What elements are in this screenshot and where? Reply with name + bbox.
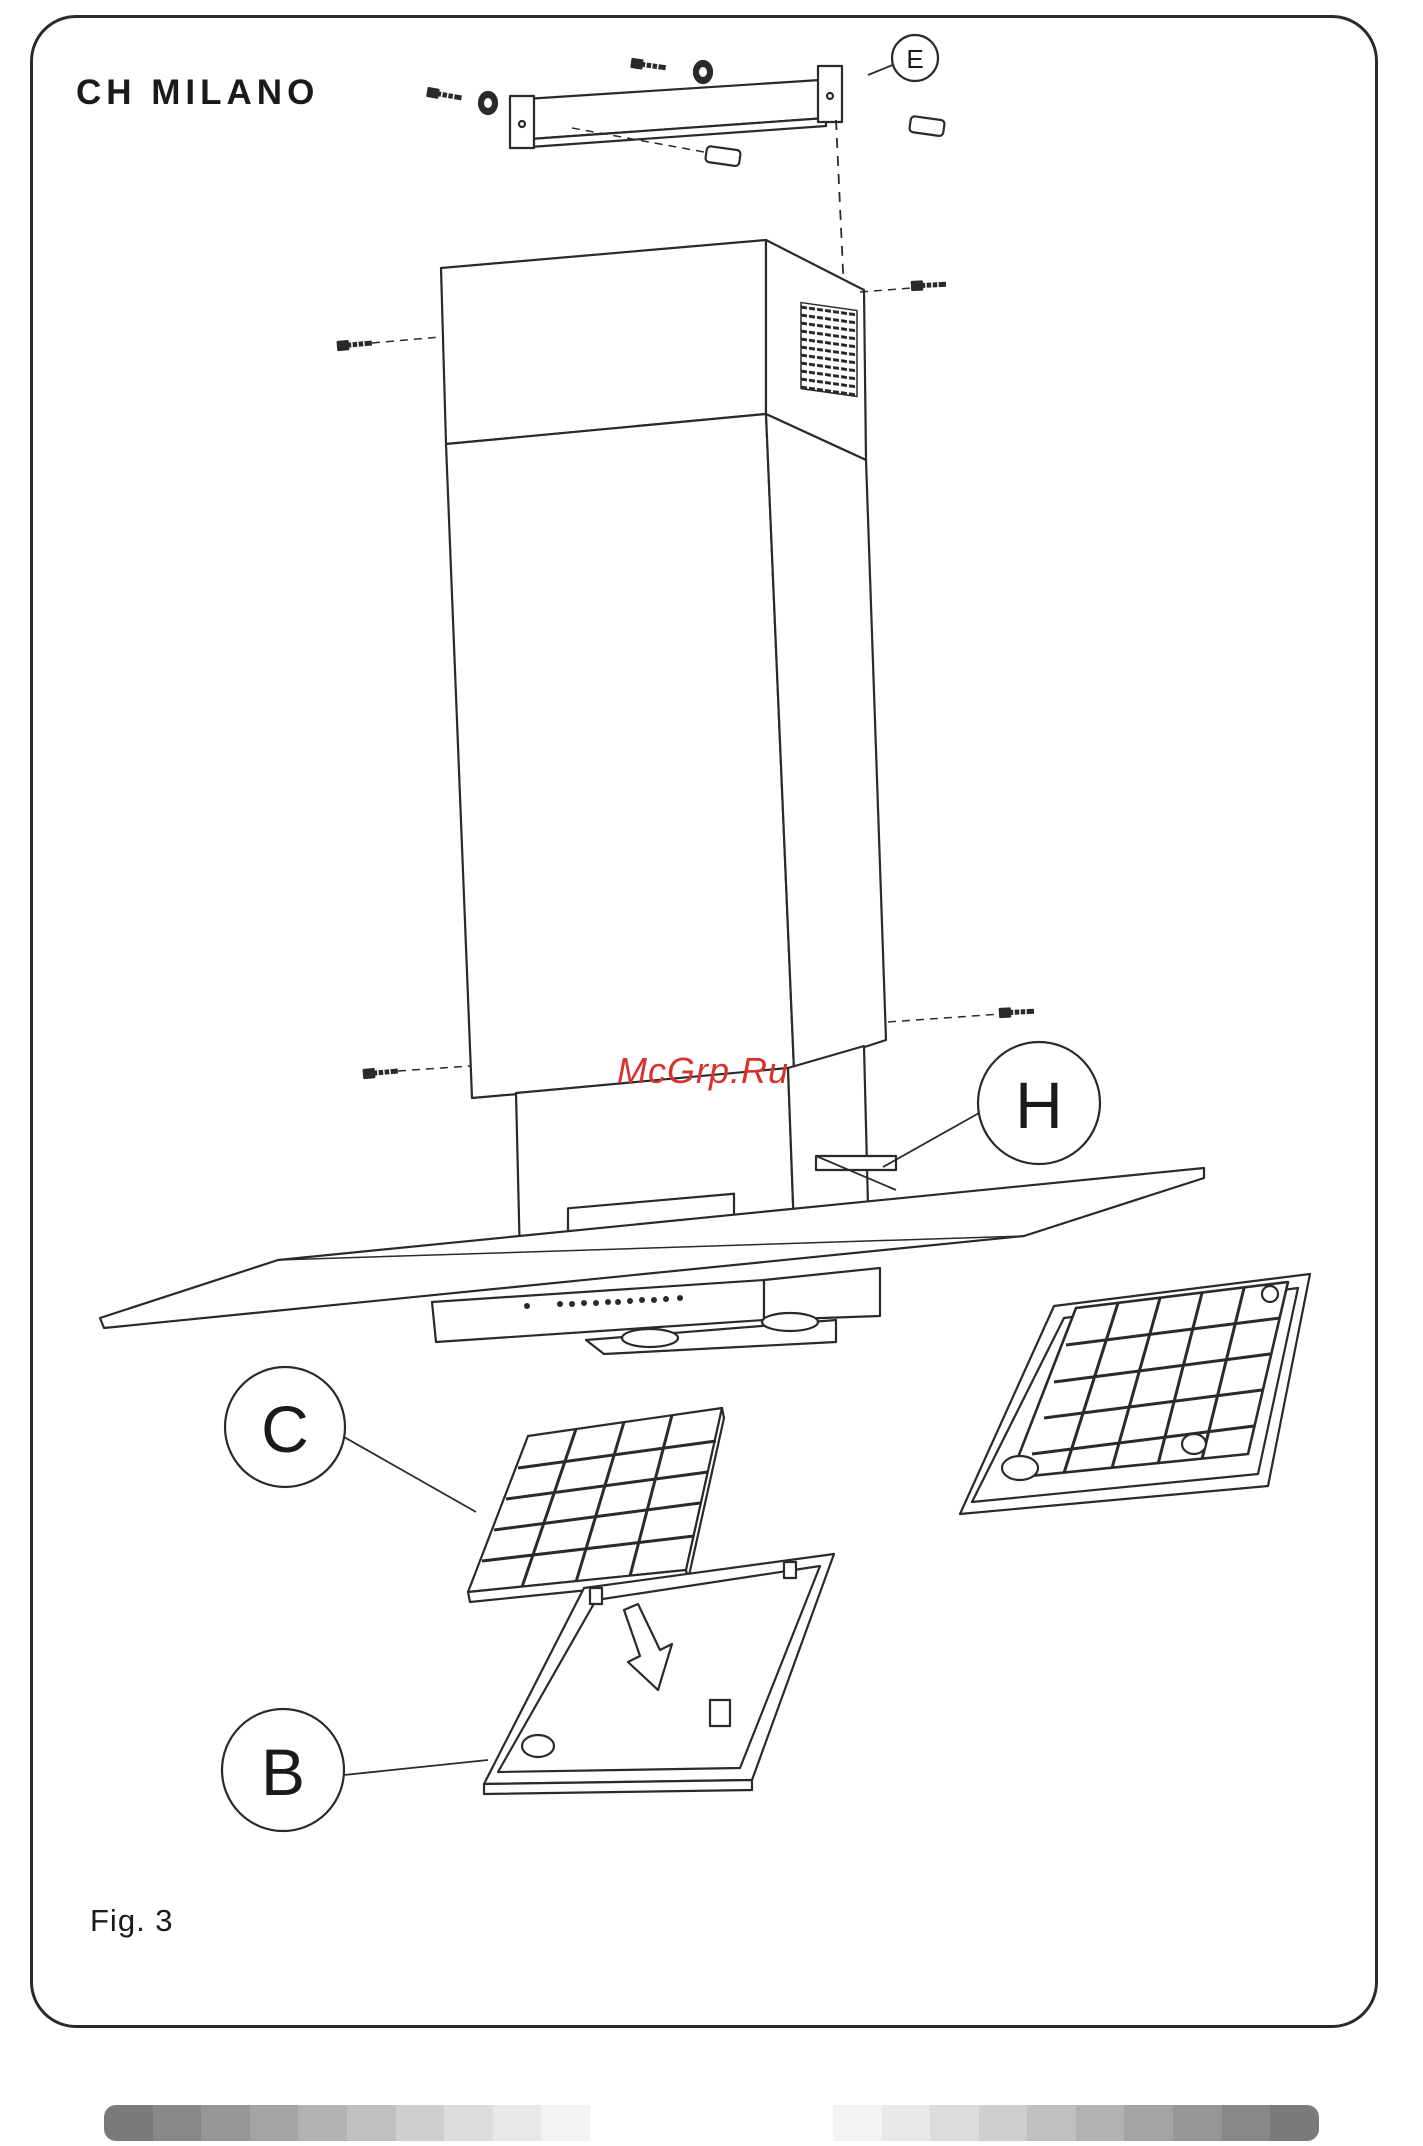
callout-e-label: E [906,44,923,74]
footer-segment [541,2105,590,2141]
figure-label: Fig. 3 [90,1903,174,1939]
footer-segment [979,2105,1028,2141]
callout-h-leader [883,1108,988,1167]
footer-segment [736,2105,785,2141]
footer-segment [493,2105,542,2141]
callout-b-label: B [261,1735,305,1809]
footer-segment [1270,2105,1319,2141]
footer-segment [882,2105,931,2141]
watermark: McGrp.Ru [617,1050,789,1092]
callout-c-leader [344,1437,476,1512]
lower-chimney [446,414,886,1098]
callout-h-label: H [1015,1068,1063,1142]
footer-segment [784,2105,833,2141]
footer-segment [590,2105,639,2141]
footer-segment [444,2105,493,2141]
footer-segment [250,2105,299,2141]
footer-segment [833,2105,882,2141]
footer-segment [1076,2105,1125,2141]
footer-segment [1124,2105,1173,2141]
wall-bracket [510,66,842,148]
alignment-line [836,120,844,292]
footer-segment [396,2105,445,2141]
footer-segment [687,2105,736,2141]
footer-segment [347,2105,396,2141]
callout-c-label: C [261,1392,309,1466]
footer-segment [1173,2105,1222,2141]
footer-gradient-bar [104,2105,1319,2141]
footer-segment [1222,2105,1271,2141]
footer-segment [639,2105,688,2141]
footer-segment [104,2105,153,2141]
filter-frame-assembled [960,1274,1310,1514]
footer-segment [298,2105,347,2141]
footer-segment [1027,2105,1076,2141]
footer-segment [930,2105,979,2141]
footer-segment [201,2105,250,2141]
carbon-filter [468,1408,724,1602]
callout-b-leader [344,1760,488,1775]
footer-segment [153,2105,202,2141]
